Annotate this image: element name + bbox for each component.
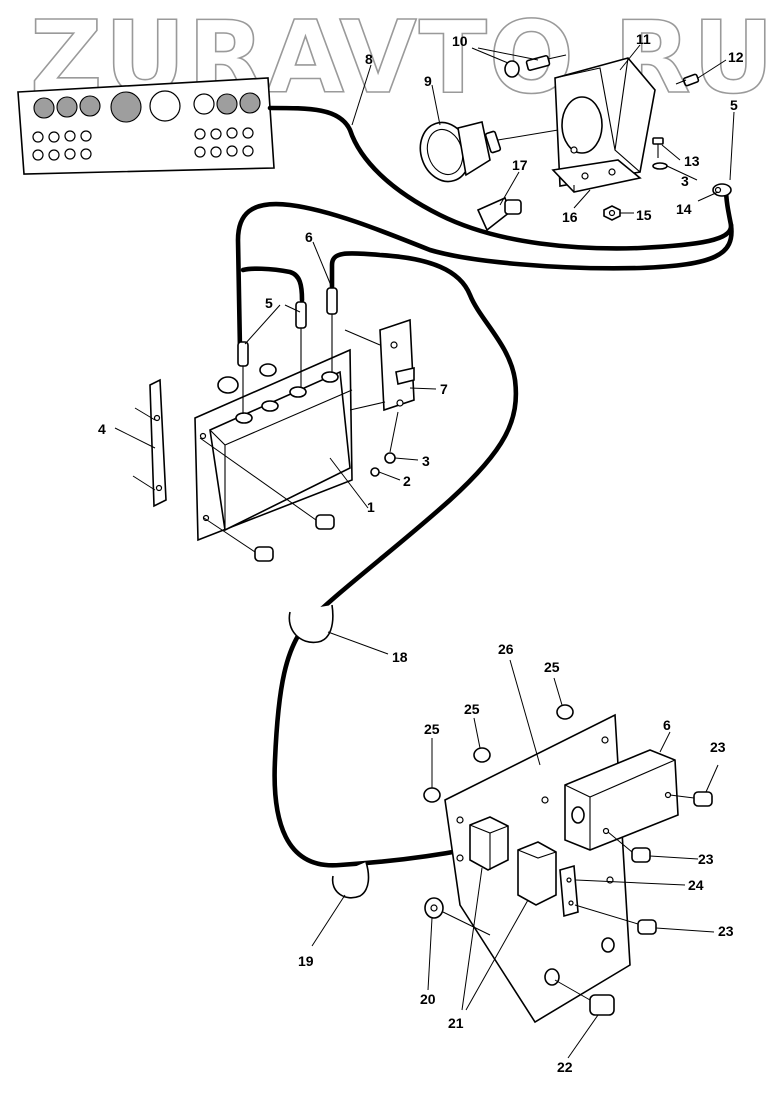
- strip-24: [559, 864, 579, 918]
- callout-3: 3: [422, 453, 430, 469]
- cables: [235, 105, 734, 868]
- cable-6-long: [272, 251, 583, 868]
- callout-16: 16: [562, 209, 578, 225]
- callout-6: 6: [663, 717, 671, 733]
- screw-12: [675, 73, 700, 87]
- callout-2: 2: [403, 473, 411, 489]
- callout-1: 1: [367, 499, 375, 515]
- callout-24: 24: [688, 877, 704, 893]
- bolt-13: [652, 137, 668, 170]
- callout-23: 23: [710, 739, 726, 755]
- callout-5: 5: [730, 97, 738, 113]
- instrument-panel: [17, 77, 275, 175]
- nut-15: [603, 205, 621, 221]
- callout-7: 7: [440, 381, 448, 397]
- callout-21: 21: [448, 1015, 464, 1031]
- callout-13: 13: [684, 153, 700, 169]
- clip-18: [288, 604, 334, 644]
- clip-19: [331, 861, 370, 899]
- control-unit-1: [194, 287, 353, 542]
- box-bolts: [199, 411, 399, 562]
- callout-20: 20: [420, 991, 436, 1007]
- callout-25: 25: [424, 721, 440, 737]
- callout-11: 11: [636, 31, 651, 47]
- callout-10: 10: [452, 33, 468, 49]
- callout-8: 8: [365, 51, 373, 67]
- nut-20: [424, 897, 491, 936]
- callout-3: 3: [681, 173, 689, 189]
- screw-22: [554, 979, 615, 1016]
- cable-5: [240, 266, 305, 303]
- nuts-25: [423, 704, 574, 803]
- callout-17: 17: [512, 157, 528, 173]
- callouts: 1 2 3 3 4 5 5 6 6 7 8 9 10 11 12 13 14 1…: [98, 31, 744, 1075]
- plate-4: [132, 378, 167, 508]
- callout-14: 14: [676, 201, 692, 217]
- callout-4: 4: [98, 421, 106, 437]
- callout-15: 15: [636, 207, 652, 223]
- callout-12: 12: [728, 49, 744, 65]
- relay-6: [564, 749, 679, 851]
- callout-25: 25: [544, 659, 560, 675]
- callout-5: 5: [265, 295, 273, 311]
- callout-19: 19: [298, 953, 314, 969]
- callout-22: 22: [557, 1059, 573, 1075]
- cable-8: [267, 105, 734, 251]
- callout-23: 23: [698, 851, 714, 867]
- callout-25: 25: [464, 701, 480, 717]
- bracket-11: [551, 57, 656, 193]
- clamp-14: [712, 183, 732, 197]
- switch-17: [476, 196, 522, 232]
- callout-6: 6: [305, 229, 313, 245]
- callout-9: 9: [424, 73, 432, 89]
- lamp-assembly: [419, 54, 571, 183]
- callout-18: 18: [392, 649, 408, 665]
- callout-23: 23: [718, 923, 734, 939]
- screws-23: [574, 791, 713, 935]
- blocks-21: [469, 816, 557, 906]
- callout-26: 26: [498, 641, 514, 657]
- leader-lines: [114, 44, 735, 1059]
- cable-loop-lower: [235, 201, 734, 353]
- bracket-7: [344, 318, 415, 412]
